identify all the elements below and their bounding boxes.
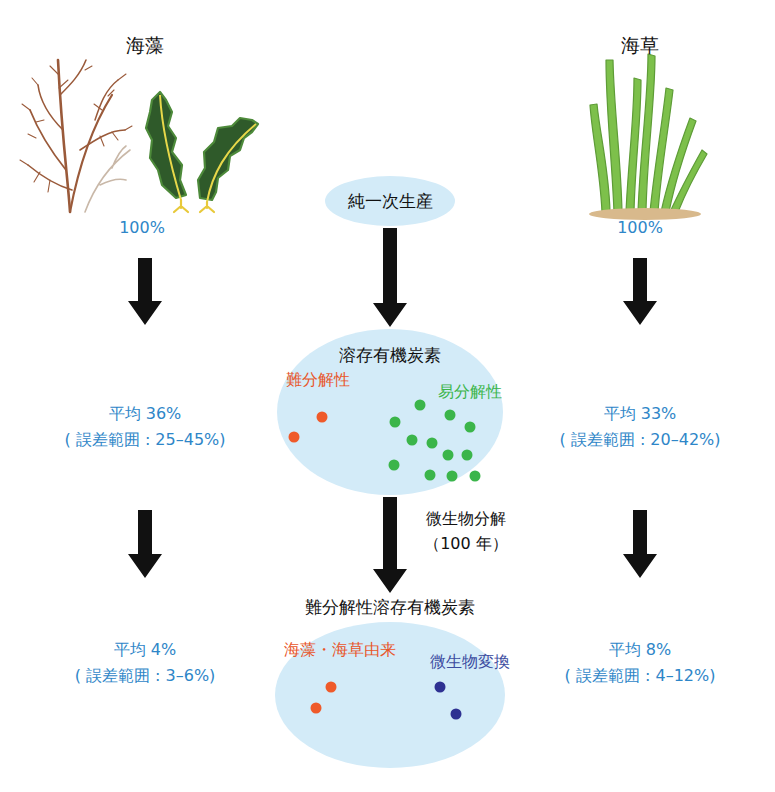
dot — [390, 417, 401, 428]
microbial-dots — [435, 682, 462, 720]
seaweed-branch — [80, 130, 125, 150]
seagrass-blade — [590, 104, 610, 212]
seagrass-blade — [661, 118, 696, 212]
flow-arrow — [373, 497, 407, 593]
dot — [427, 438, 438, 449]
flow-arrow — [373, 228, 407, 327]
percent-label: 100% — [617, 218, 663, 237]
dot — [311, 703, 322, 714]
percent-label: 平均 4% — [114, 640, 176, 659]
dot — [470, 471, 481, 482]
labile-dots — [389, 400, 481, 482]
seaweed-twigs — [20, 66, 132, 192]
branching-seaweed — [20, 60, 132, 212]
node-text: 微生物変換 — [430, 652, 510, 671]
seaweed-branch — [38, 85, 63, 130]
seaweed-pale-branch — [85, 146, 130, 212]
dot — [317, 412, 328, 423]
column-heading: 海藻 — [126, 34, 164, 57]
dot — [447, 471, 458, 482]
ellipse-shape — [325, 176, 455, 226]
ellipse-shape — [275, 622, 505, 768]
seaweed-branch — [60, 60, 86, 95]
percent-label: 平均 33% — [604, 404, 677, 423]
seaweed-stem — [58, 60, 70, 212]
column-heading: 海草 — [621, 34, 659, 57]
dot — [462, 450, 473, 461]
seagrass-blade — [606, 60, 622, 212]
dot — [289, 432, 300, 443]
flow-arrow — [128, 258, 162, 325]
seagrass-blade — [650, 88, 673, 212]
dot — [435, 682, 446, 693]
dot — [425, 470, 436, 481]
dot — [443, 450, 454, 461]
side-arrows — [128, 258, 657, 578]
node-heading: 純一次生産 — [348, 191, 433, 211]
percent-label: 平均 36% — [109, 404, 182, 423]
ellipse-shape — [277, 329, 503, 495]
percent-label: 100% — [119, 218, 165, 237]
seagrass-blade — [670, 150, 707, 212]
seagrass-blade — [638, 54, 655, 212]
seaweed-stem — [70, 95, 112, 212]
seaweed-branch — [95, 80, 118, 120]
node-text: 海藻・海草由来 — [284, 640, 396, 659]
ellipse-outline — [275, 595, 505, 768]
dot — [326, 682, 337, 693]
ellipse-node: 難分解性溶存有機炭素海藻・海草由来微生物変換 — [275, 595, 505, 768]
seaweed-branch — [30, 110, 66, 170]
seagrass-blade — [626, 78, 641, 212]
ellipse-node: 溶存有機炭素難分解性易分解性 — [277, 329, 503, 495]
dot — [451, 709, 462, 720]
sediment-base — [589, 208, 701, 220]
dot — [445, 410, 456, 421]
flow-arrow — [623, 258, 657, 325]
node-heading: 難分解性溶存有機炭素 — [305, 597, 475, 617]
seaweed-branch — [28, 165, 72, 190]
percent-label: ( 誤差範囲 : 20–42%) — [559, 430, 720, 449]
dot — [407, 435, 418, 446]
seagrass — [590, 54, 707, 212]
node-text: 難分解性 — [286, 370, 350, 389]
dot — [465, 422, 476, 433]
kelp-midrib — [160, 95, 181, 200]
percent-label: ( 誤差範囲 : 3–6%) — [75, 666, 216, 685]
kelp-blade — [198, 118, 258, 200]
ellipse-node: 純一次生産 — [325, 176, 455, 226]
node-text: 易分解性 — [438, 382, 502, 401]
kelp-blade — [146, 92, 186, 198]
edge-label: 微生物分解 （100 年） — [420, 507, 512, 557]
kelp — [146, 92, 258, 212]
percent-label: ( 誤差範囲 : 25–45%) — [64, 430, 225, 449]
flow-arrow — [128, 510, 162, 578]
dot — [415, 400, 426, 411]
flow-arrow — [623, 510, 657, 578]
node-heading: 溶存有機炭素 — [339, 345, 441, 365]
kelp-midrib — [207, 124, 256, 202]
recalcitrant-dots — [289, 412, 337, 714]
kelp-holdfast — [174, 200, 214, 212]
percent-label: ( 誤差範囲 : 4–12%) — [565, 666, 716, 685]
percent-label: 平均 8% — [609, 640, 671, 659]
dot — [389, 460, 400, 471]
